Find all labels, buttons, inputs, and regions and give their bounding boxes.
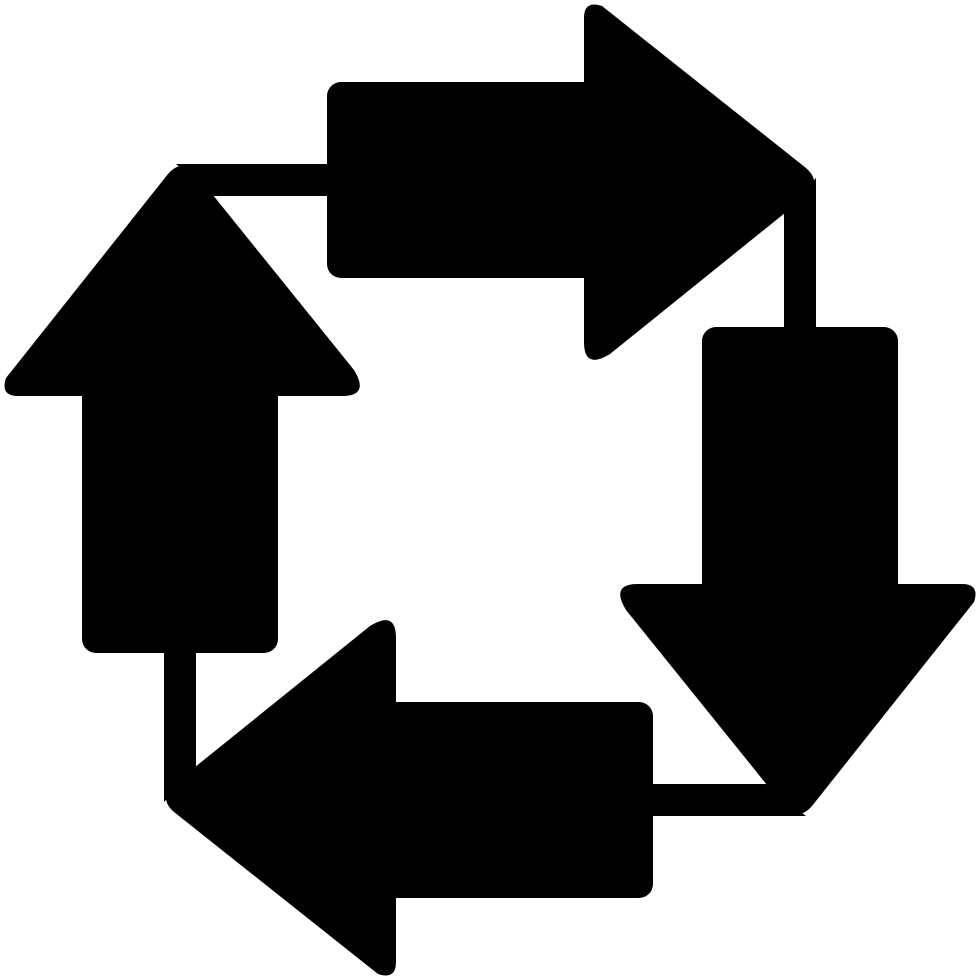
connector-bottom-right xyxy=(650,784,806,816)
connector-top-left xyxy=(176,164,330,196)
down-arrow-icon xyxy=(620,327,976,814)
right-arrow-icon xyxy=(327,4,814,360)
connector-bottom-left xyxy=(164,650,196,802)
connectors xyxy=(164,164,816,816)
up-arrow-icon xyxy=(4,166,360,653)
left-arrow-icon xyxy=(166,620,653,976)
connector-top-right xyxy=(784,178,816,330)
